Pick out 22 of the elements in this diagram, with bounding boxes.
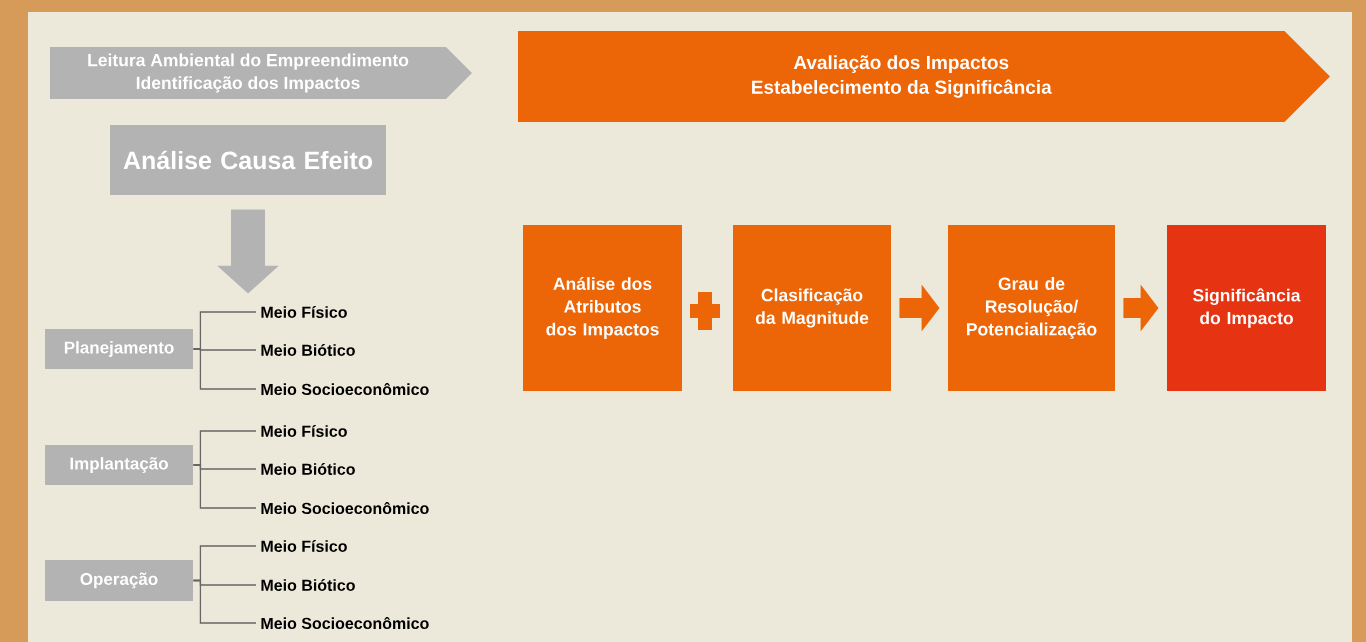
branch-label: Meio Físico	[261, 425, 347, 437]
process-box: Clasificação da Magnitude	[733, 225, 891, 391]
branch-label: Meio Físico	[261, 306, 347, 318]
branch-label: Meio Socioeconômico	[261, 382, 429, 396]
chevron-banner: Avaliação dos Impactos Estabelecimento da Significância	[518, 31, 1330, 122]
branch-label: Meio Biótico	[261, 344, 355, 356]
title-box: Análise Causa Efeito	[110, 125, 386, 195]
bracket-line	[192, 579, 257, 624]
phase-box: Planejamento	[45, 329, 193, 369]
branch-label: Meio Socioeconômico	[261, 501, 429, 515]
branch-label: Meio Biótico	[261, 579, 355, 591]
result-box: Significância do Impacto	[1167, 225, 1326, 391]
branch-label: Meio Socioeconômico	[261, 616, 429, 630]
bracket-line	[192, 348, 257, 390]
branch-label: Meio Físico	[261, 540, 347, 552]
process-box: Grau de Resolução/ Potencialização	[948, 225, 1115, 391]
chevron-banner: Leitura Ambiental do Empreendimento Identificação dos Impactos	[50, 47, 472, 99]
phase-box: Implantação	[45, 445, 193, 485]
bracket-line	[192, 464, 257, 509]
branch-label: Meio Biótico	[261, 463, 355, 475]
process-box: Análise dos Atributos dos Impactos	[523, 225, 682, 391]
phase-box: Operação	[45, 560, 193, 601]
